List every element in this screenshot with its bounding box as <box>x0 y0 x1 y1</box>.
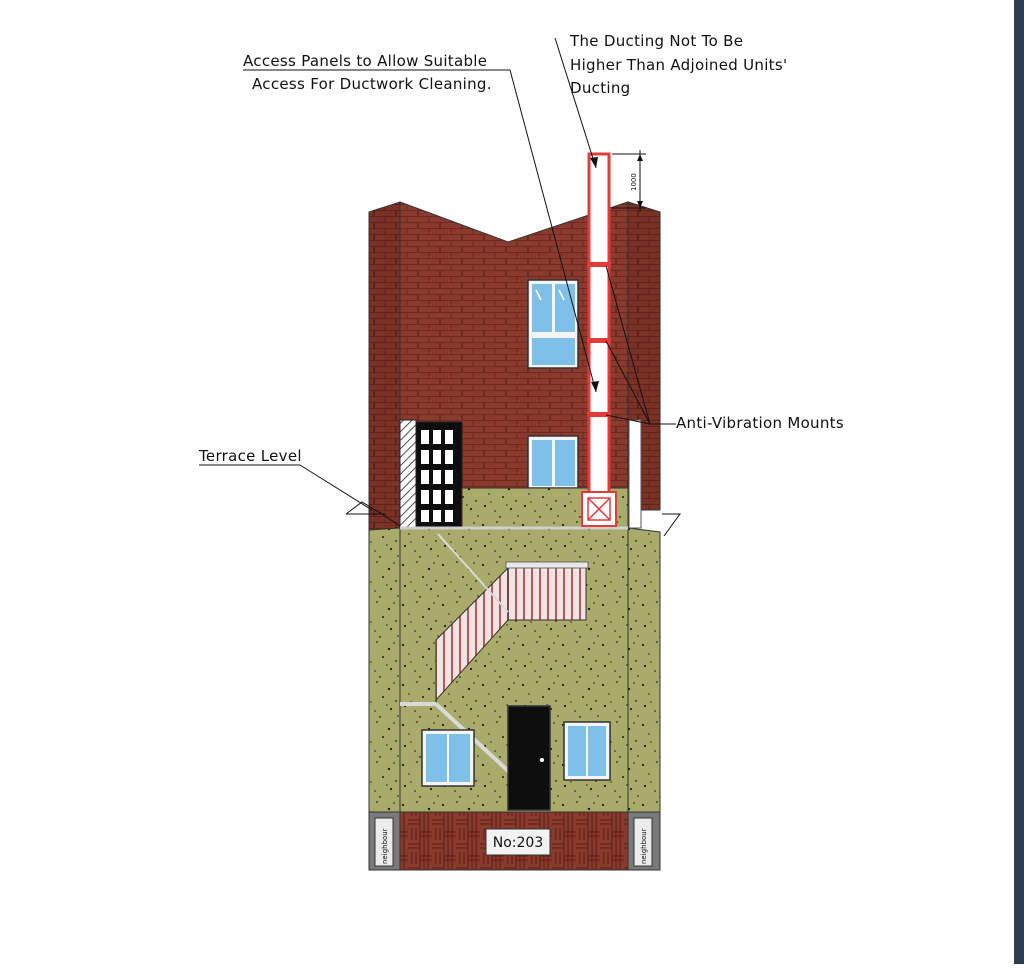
ducting-line2: Higher Than Adjoined Units' <box>570 56 787 74</box>
terrace-door <box>399 419 463 529</box>
access-panels-line1: Access Panels to Allow Suitable <box>243 52 487 70</box>
right-edge-strip <box>1014 0 1024 964</box>
callout-terrace-level: Terrace Level <box>198 447 681 537</box>
callout-ducting-height: The Ducting Not To Be Higher Than Adjoin… <box>554 32 787 169</box>
extract-duct <box>581 152 617 527</box>
dimension-label: 1000 <box>630 173 638 191</box>
house-number-plate: No:203 <box>485 828 551 856</box>
rainwater-pipe <box>628 419 642 529</box>
callout-anti-vibration: Anti-Vibration Mounts <box>605 265 844 432</box>
upper-window-bottom <box>527 435 579 489</box>
house-number: No:203 <box>493 835 543 851</box>
gate-left-label: neighbour <box>381 828 389 864</box>
ground-window-left <box>421 729 475 787</box>
access-panels-line2: Access For Ductwork Cleaning. <box>252 75 492 93</box>
ground-window-right <box>563 721 611 781</box>
terrace-level-label: Terrace Level <box>198 447 302 465</box>
upper-window-top <box>527 279 579 369</box>
external-staircase <box>400 533 589 810</box>
ducting-line1: The Ducting Not To Be <box>569 32 743 50</box>
gate-right-label: neighbour <box>640 828 648 864</box>
gate-left: neighbour <box>374 817 394 867</box>
ducting-line3: Ducting <box>570 79 630 97</box>
anti-vibration-label: Anti-Vibration Mounts <box>676 414 844 432</box>
gate-right: neighbour <box>633 817 653 867</box>
front-door <box>507 705 551 811</box>
height-dimension: 1000 <box>612 150 646 212</box>
callout-access-panels: Access Panels to Allow Suitable Access F… <box>243 52 599 393</box>
